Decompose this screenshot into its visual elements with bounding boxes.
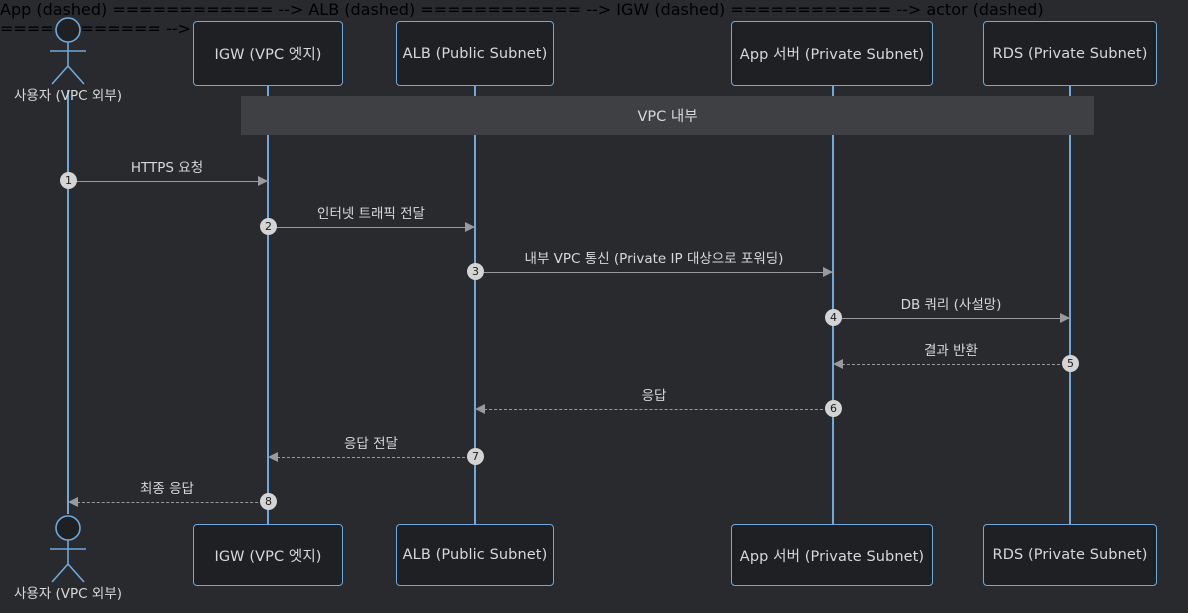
- message-number-8: 8: [260, 493, 277, 510]
- message-number-5: 5: [1062, 355, 1079, 372]
- lifeline-actor: [67, 90, 69, 514]
- message-line-5: [842, 364, 1070, 365]
- message-number-4: 4: [825, 309, 842, 326]
- message-line-7: [277, 457, 475, 458]
- participant-box-rds-bottom[interactable]: RDS (Private Subnet): [983, 524, 1157, 586]
- participant-box-rds-top[interactable]: RDS (Private Subnet): [983, 21, 1157, 86]
- actor-bottom: [42, 514, 94, 584]
- message-arrowhead-6: [475, 404, 485, 414]
- participant-box-igw-bottom[interactable]: IGW (VPC 엣지): [193, 524, 343, 586]
- group-band-vpc: VPC 내부: [241, 96, 1094, 135]
- participant-label-igw-top: IGW (VPC 엣지): [214, 47, 322, 63]
- message-line-3: [475, 272, 833, 273]
- message-line-2: [268, 227, 475, 228]
- actor-stick-figure-icon: [50, 515, 86, 583]
- message-label-8: 최종 응답: [140, 481, 194, 497]
- message-number-1: 1: [60, 172, 77, 189]
- actor-label-bottom: 사용자 (VPC 외부): [13, 586, 123, 602]
- message-label-1: HTTPS 요청: [130, 160, 204, 176]
- message-label-4: DB 쿼리 (사설망): [900, 297, 1002, 313]
- actor-top: [42, 16, 94, 86]
- participant-label-app-top: App 서버 (Private Subnet): [739, 47, 925, 63]
- message-arrowhead-2: [465, 222, 475, 232]
- actor-label-top: 사용자 (VPC 외부): [13, 88, 123, 104]
- participant-box-alb-top[interactable]: ALB (Public Subnet): [396, 21, 554, 86]
- message-arrowhead-5: [833, 359, 843, 369]
- lifeline-alb: [474, 86, 476, 524]
- message-line-8: [77, 502, 268, 503]
- participant-box-alb-bottom[interactable]: ALB (Public Subnet): [396, 524, 554, 586]
- participant-box-app-top[interactable]: App 서버 (Private Subnet): [731, 21, 933, 86]
- actor-stick-figure-icon: [50, 17, 86, 85]
- lifeline-igw: [267, 86, 269, 524]
- message-label-2: 인터넷 트래픽 전달: [317, 206, 425, 222]
- message-number-2: 2: [260, 218, 277, 235]
- participant-box-igw-top[interactable]: IGW (VPC 엣지): [193, 21, 343, 86]
- message-line-1: [68, 181, 268, 182]
- message-arrowhead-7: [268, 452, 278, 462]
- message-line-6: [484, 409, 833, 410]
- participant-label-rds-top: RDS (Private Subnet): [992, 45, 1148, 62]
- participant-box-app-bottom[interactable]: App 서버 (Private Subnet): [731, 524, 933, 586]
- participant-label-app-bottom: App 서버 (Private Subnet): [739, 548, 925, 565]
- participant-label-igw-bottom: IGW (VPC 엣지): [214, 548, 322, 565]
- message-arrowhead-4: [1060, 313, 1070, 323]
- lifeline-app: [832, 86, 834, 524]
- message-arrowhead-8: [68, 497, 78, 507]
- message-arrowhead-1: [258, 176, 268, 186]
- message-label-5: 결과 반환: [924, 343, 978, 359]
- lifeline-rds: [1069, 86, 1071, 524]
- participant-label-alb-bottom: ALB (Public Subnet): [402, 547, 548, 563]
- message-line-4: [833, 318, 1070, 319]
- message-arrowhead-3: [823, 267, 833, 277]
- message-label-7: 응답 전달: [344, 436, 398, 452]
- message-number-7: 7: [467, 448, 484, 465]
- message-label-3: 내부 VPC 통신 (Private IP 대상으로 포워딩): [524, 251, 784, 267]
- message-label-6: 응답: [641, 388, 667, 404]
- group-band-label: VPC 내부: [637, 109, 698, 125]
- participant-label-rds-bottom: RDS (Private Subnet): [992, 547, 1148, 563]
- participant-label-alb-top: ALB (Public Subnet): [402, 45, 548, 62]
- message-number-3: 3: [467, 263, 484, 280]
- message-number-6: 6: [825, 400, 842, 417]
